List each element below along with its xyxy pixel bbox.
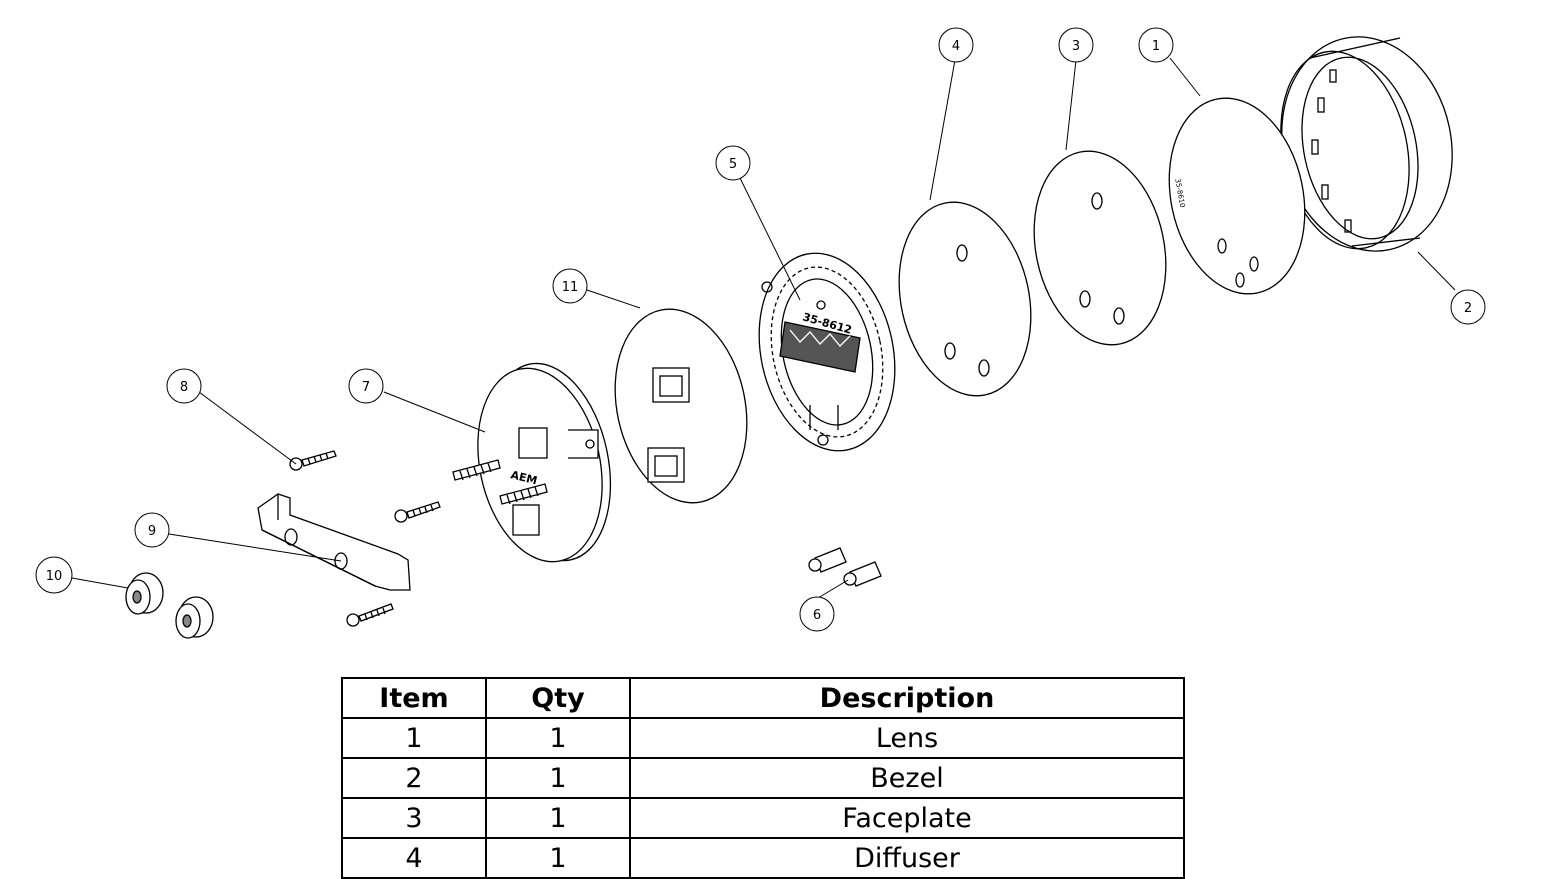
bom-cell-description: Faceplate [629, 797, 1185, 839]
svg-text:3: 3 [1072, 39, 1080, 54]
bom-cell-item: 4 [341, 837, 487, 879]
callout-6: 6 [799, 596, 835, 632]
bom-cell-item: 2 [341, 757, 487, 799]
bom-cell-description: Bezel [629, 757, 1185, 799]
leader-lines [71, 57, 1456, 599]
bom-cell-description: Lens [629, 717, 1185, 759]
bracket-part [257, 493, 411, 591]
bom-cell-qty: 1 [485, 837, 631, 879]
svg-text:9: 9 [148, 524, 156, 539]
faceplate-part [1033, 150, 1167, 346]
callout-11: 11 [552, 268, 588, 304]
housing-marking: AEM [509, 468, 538, 487]
grommet-part [125, 572, 214, 639]
svg-text:11: 11 [562, 280, 579, 295]
callout-8: 8 [166, 368, 202, 404]
table-row: 4 1 Diffuser [341, 837, 1185, 879]
exploded-assembly-diagram: 35-8610 35-8612 [35, 27, 1486, 639]
bom-cell-qty: 1 [485, 757, 631, 799]
svg-text:6: 6 [813, 608, 821, 623]
bom-cell-qty: 1 [485, 797, 631, 839]
circuit-board-part: 35-8612 [758, 252, 896, 452]
svg-text:2: 2 [1464, 301, 1472, 316]
light-pipe-part [808, 547, 882, 587]
table-row: 1 1 Lens [341, 717, 1185, 759]
callout-7: 7 [348, 368, 384, 404]
callout-1: 1 [1138, 27, 1174, 63]
bezel-part [1280, 36, 1453, 252]
bom-cell-item: 1 [341, 717, 487, 759]
screw-part [289, 450, 441, 627]
callout-4: 4 [938, 27, 974, 63]
housing-studs [452, 459, 548, 505]
bom-header-row: Item Qty Description [341, 677, 1185, 719]
callout-3: 3 [1058, 27, 1094, 63]
callout-5: 5 [715, 145, 751, 181]
diffuser-part [898, 201, 1032, 397]
bom-cell-qty: 1 [485, 717, 631, 759]
bom-header-description: Description [629, 677, 1185, 719]
back-board-part [614, 308, 748, 504]
lens-part: 35-8610 [1168, 97, 1306, 295]
svg-text:8: 8 [180, 380, 188, 395]
svg-text:5: 5 [729, 157, 737, 172]
callout-10: 10 [35, 556, 73, 594]
callout-2: 2 [1450, 289, 1486, 325]
svg-text:4: 4 [952, 39, 960, 54]
svg-text:1: 1 [1152, 39, 1160, 54]
bom-header-item: Item [341, 677, 487, 719]
table-row: 2 1 Bezel [341, 757, 1185, 799]
bom-cell-description: Diffuser [629, 837, 1185, 879]
bill-of-materials-table: Item Qty Description 1 1 Lens 2 1 Bezel … [341, 677, 1185, 879]
bom-cell-item: 3 [341, 797, 487, 839]
table-row: 3 1 Faceplate [341, 797, 1185, 839]
svg-text:7: 7 [362, 380, 370, 395]
housing-part: AEM [477, 362, 612, 563]
bom-header-qty: Qty [485, 677, 631, 719]
callout-balloons: 1 2 3 4 5 6 7 8 [35, 27, 1486, 632]
svg-text:10: 10 [46, 569, 63, 584]
callout-9: 9 [134, 512, 170, 548]
